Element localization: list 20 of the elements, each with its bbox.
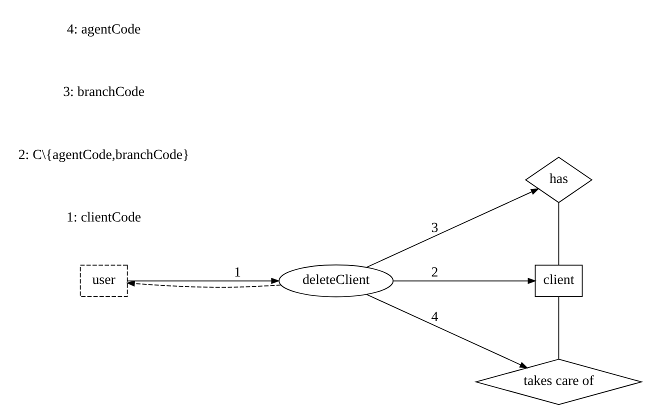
arrow [127,278,280,284]
label: 3: branchCode [63,85,145,100]
edge-label: 2 [431,265,438,280]
node-box: user [80,264,128,297]
node-ellipse: deleteClient [278,264,394,298]
node-diamond: has [524,156,593,204]
connector [558,202,560,266]
arrow [366,294,528,368]
node-box: client [534,264,583,297]
label: 1: clientCode [66,210,142,226]
arrow [366,188,540,268]
arrow [126,280,282,288]
node-diamond: takes care of [474,358,644,405]
edge-label: 4 [431,310,438,325]
label: 2: C\{agentCode,branchCode} [18,148,190,163]
label: 4: agentCode [66,22,141,38]
edge-label: 1 [234,265,241,280]
arrow [393,278,537,284]
connector [558,296,560,360]
edge-label: 3 [431,220,438,236]
